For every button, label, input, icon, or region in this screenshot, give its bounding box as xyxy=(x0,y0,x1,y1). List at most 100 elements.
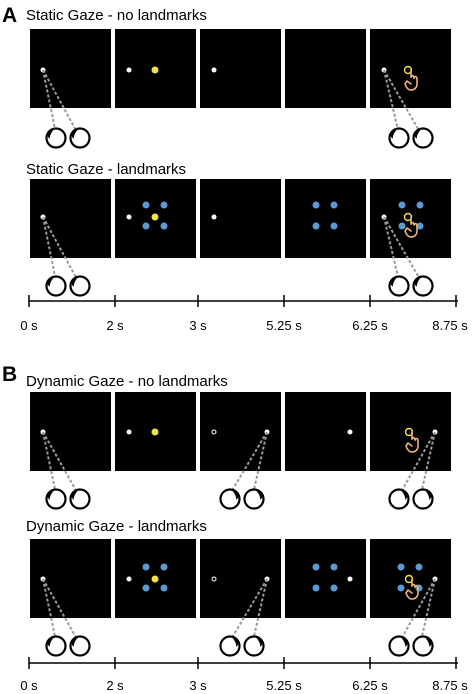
landmark-dot xyxy=(312,201,320,209)
timeline-label: 2 s xyxy=(106,678,124,693)
target-dot xyxy=(151,213,159,221)
landmark-dot xyxy=(142,584,150,592)
timeline-label: 8.75 s xyxy=(432,678,468,693)
stimulus-row xyxy=(30,29,451,149)
screen-frame xyxy=(370,539,451,618)
landmark-dot xyxy=(160,201,168,209)
gaze-line xyxy=(383,69,400,135)
timeline-label: 6.25 s xyxy=(352,318,388,333)
eye-icon xyxy=(412,275,434,297)
screen-frame xyxy=(285,392,366,471)
timeline-label: 3 s xyxy=(189,318,207,333)
gaze-line xyxy=(42,216,79,282)
fixation-dot xyxy=(347,429,353,435)
gaze-line xyxy=(42,69,57,135)
eye-icon xyxy=(69,275,91,297)
eye-icon xyxy=(388,275,410,297)
screen-frame xyxy=(285,29,366,108)
panel-letter: B xyxy=(2,363,17,386)
eye-icon xyxy=(388,635,410,657)
landmark-dot xyxy=(416,222,424,230)
eye-icon xyxy=(69,127,91,149)
gaze-line xyxy=(229,578,268,642)
fixation-dot xyxy=(126,576,132,582)
previous-fixation-marker xyxy=(211,576,217,582)
timeline-label: 0 s xyxy=(20,678,38,693)
eye-icon xyxy=(45,635,67,657)
target-dot xyxy=(151,428,159,436)
timeline-label: 6.25 s xyxy=(352,678,388,693)
gaze-line xyxy=(399,578,436,642)
gaze-line xyxy=(42,578,57,642)
landmark-dot xyxy=(330,201,338,209)
landmark-dot xyxy=(142,563,150,571)
eye-icon xyxy=(412,488,434,510)
eye-icon xyxy=(388,127,410,149)
fixation-dot xyxy=(126,67,132,73)
eye-icon xyxy=(412,635,434,657)
landmark-dot xyxy=(398,201,406,209)
landmark-dot xyxy=(416,201,424,209)
eye-icon xyxy=(45,127,67,149)
gaze-line xyxy=(42,69,79,135)
panel-a: A Static Gaze - no landmarks Static Gaze… xyxy=(2,4,468,333)
previous-fixation-marker xyxy=(211,429,217,435)
gaze-line xyxy=(42,216,57,282)
target-dot xyxy=(151,575,159,583)
gaze-line xyxy=(42,431,79,495)
landmark-dot xyxy=(142,222,150,230)
fixation-dot xyxy=(347,576,353,582)
fixation-dot xyxy=(126,214,132,220)
landmark-dot xyxy=(160,563,168,571)
eye-icon xyxy=(69,635,91,657)
stimulus-row xyxy=(30,539,451,657)
timeline-axis: 0 s 2 s 3 s 5.25 s 6.25 s 8.75 s xyxy=(20,295,468,333)
screen-frame xyxy=(370,392,451,471)
gaze-line xyxy=(399,431,436,495)
eye-icon xyxy=(412,127,434,149)
condition-title: Dynamic Gaze - landmarks xyxy=(26,518,207,535)
landmark-dot xyxy=(160,584,168,592)
stimulus-row xyxy=(30,392,451,510)
panel-b: B Dynamic Gaze - no landmarks Dynamic Ga… xyxy=(2,363,468,693)
eye-icon xyxy=(388,488,410,510)
gaze-line xyxy=(252,431,268,495)
gaze-line xyxy=(420,431,436,495)
fixation-dot xyxy=(126,429,132,435)
stimulus-row xyxy=(30,179,451,297)
fixation-dot xyxy=(211,67,217,73)
landmark-dot xyxy=(330,584,338,592)
landmark-dot xyxy=(312,222,320,230)
condition-title: Static Gaze - no landmarks xyxy=(26,7,207,24)
landmark-dot xyxy=(397,584,405,592)
pointing-hand-icon xyxy=(405,431,419,453)
gaze-line xyxy=(420,578,436,642)
timeline-label: 3 s xyxy=(189,678,207,693)
gaze-line xyxy=(383,69,422,135)
timeline-label: 5.25 s xyxy=(266,678,302,693)
timeline-label: 2 s xyxy=(106,318,124,333)
panel-letter: A xyxy=(2,4,17,27)
landmark-dot xyxy=(398,222,406,230)
landmark-dot xyxy=(397,563,405,571)
eye-icon xyxy=(219,488,241,510)
pointing-hand-icon xyxy=(405,578,419,600)
eye-icon xyxy=(45,275,67,297)
landmark-dot xyxy=(312,584,320,592)
fixation-dot xyxy=(211,214,217,220)
landmark-dot xyxy=(142,201,150,209)
gaze-line xyxy=(42,431,57,495)
gaze-line xyxy=(383,216,422,282)
landmark-dot xyxy=(330,222,338,230)
gaze-line xyxy=(229,431,268,495)
target-dot xyxy=(151,66,159,74)
timeline-label: 0 s xyxy=(20,318,38,333)
landmark-dot xyxy=(330,563,338,571)
pointing-hand-icon xyxy=(404,69,418,91)
eye-icon xyxy=(243,635,265,657)
landmark-dot xyxy=(160,222,168,230)
gaze-line xyxy=(252,578,268,642)
screen-frame xyxy=(285,179,366,258)
eye-icon xyxy=(243,488,265,510)
landmark-dot xyxy=(312,563,320,571)
